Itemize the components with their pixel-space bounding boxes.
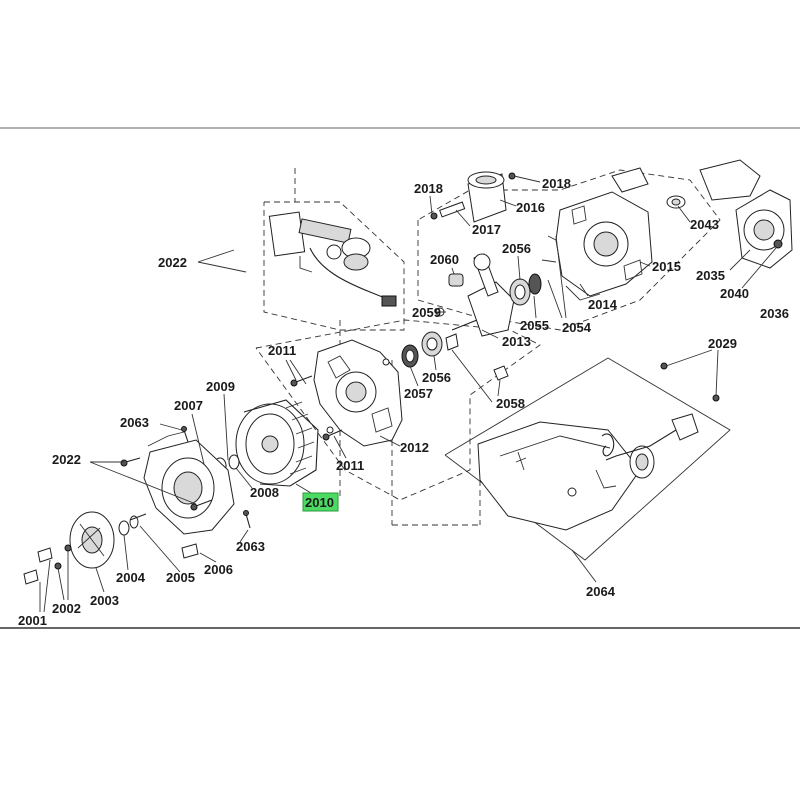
pawl-bolts [23,547,53,585]
label-2011-top[interactable]: 2011 [268,343,296,358]
label-2064[interactable]: 2064 [586,584,616,599]
label-2018-right[interactable]: 2018 [542,176,571,191]
label-2005[interactable]: 2005 [166,570,195,585]
label-2022-top[interactable]: 2022 [158,255,187,270]
piston [430,171,516,223]
starter-pulley [54,511,147,570]
label-2011-bottom[interactable]: 2011 [336,458,364,473]
label-2010[interactable]: 2010 [305,495,334,510]
label-2014[interactable]: 2014 [588,297,618,312]
label-2029[interactable]: 2029 [708,336,737,351]
starter-housing [120,426,251,559]
label-2013[interactable]: 2013 [502,334,531,349]
label-2063-top[interactable]: 2063 [120,415,149,430]
bearings-center [401,331,509,381]
label-2009[interactable]: 2009 [206,379,235,394]
label-2043[interactable]: 2043 [690,217,719,232]
crankshaft [435,253,542,337]
label-2001[interactable]: 2001 [18,613,47,628]
crankcase [313,339,403,447]
label-2057[interactable]: 2057 [404,386,433,401]
label-2008[interactable]: 2008 [250,485,279,500]
label-2058[interactable]: 2058 [496,396,525,411]
label-2056-mid[interactable]: 2056 [422,370,451,385]
label-2012[interactable]: 2012 [400,440,429,455]
leader-lines [39,175,777,613]
label-2036[interactable]: 2036 [760,306,789,321]
label-2035[interactable]: 2035 [696,268,725,283]
fuel-tank [477,362,720,531]
fan-housing [611,159,793,269]
label-2015[interactable]: 2015 [652,259,681,274]
label-2018-left[interactable]: 2018 [414,181,443,196]
flywheel [235,399,319,487]
part-labels: 2001 2002 2003 2004 2005 2006 2007 2008 … [18,176,789,628]
highlight-2010 [302,492,339,512]
cylinder-housing [541,191,653,301]
label-2040[interactable]: 2040 [720,286,749,301]
label-2004[interactable]: 2004 [116,570,146,585]
label-2055[interactable]: 2055 [520,318,549,333]
label-2022-left[interactable]: 2022 [52,452,81,467]
label-2007[interactable]: 2007 [174,398,203,413]
label-2059[interactable]: 2059 [412,305,441,320]
label-2006[interactable]: 2006 [204,562,233,577]
label-2060[interactable]: 2060 [430,252,459,267]
ignition-coil [268,211,397,307]
label-2016[interactable]: 2016 [516,200,545,215]
screws-2011 [290,375,343,441]
label-2003[interactable]: 2003 [90,593,119,608]
label-2056-top[interactable]: 2056 [502,241,531,256]
label-2054[interactable]: 2054 [562,320,592,335]
label-2017[interactable]: 2017 [472,222,501,237]
label-2063-bottom[interactable]: 2063 [236,539,265,554]
label-2002[interactable]: 2002 [52,601,81,616]
